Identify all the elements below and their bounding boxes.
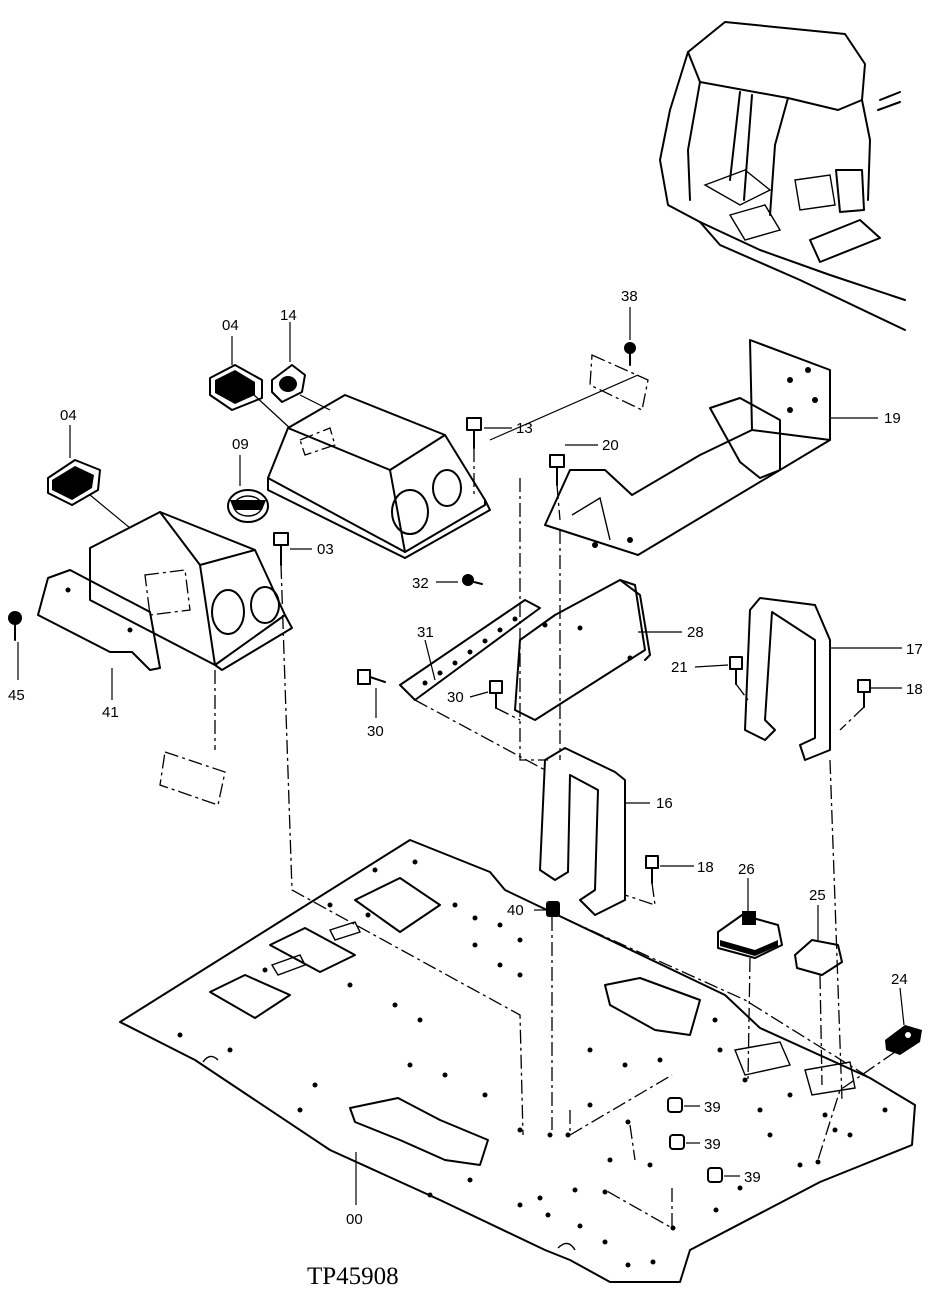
callout-17: 17 — [906, 641, 923, 658]
side-panel-41 — [37, 569, 161, 671]
nut-39-a — [667, 1097, 683, 1113]
gasket-14 — [271, 364, 306, 403]
floor-plate — [119, 839, 916, 1283]
plate-holes — [177, 859, 888, 1268]
bolt-13 — [466, 417, 482, 449]
callout-04-left: 04 — [60, 407, 77, 424]
bolt-30-a — [357, 669, 386, 685]
callout-31: 31 — [417, 624, 434, 641]
callout-24: 24 — [891, 971, 908, 988]
bolt-20 — [549, 454, 565, 486]
small-bracket-lower-left — [159, 751, 226, 806]
callout-13: 13 — [516, 420, 533, 437]
callout-30-mid: 30 — [447, 689, 464, 706]
callout-00: 00 — [346, 1211, 363, 1228]
bracket-17 — [744, 597, 831, 761]
mount-26 — [717, 911, 783, 959]
callout-25: 25 — [809, 887, 826, 904]
callout-labels: 38 04 14 13 19 20 04 09 03 32 31 28 17 2… — [8, 288, 923, 1228]
assembly-lines — [214, 448, 896, 1230]
nut-40 — [546, 901, 560, 917]
bolt-03 — [273, 532, 289, 566]
bolt-18-b — [645, 855, 659, 884]
callout-45: 45 — [8, 687, 25, 704]
callout-32: 32 — [412, 575, 429, 592]
callout-14: 14 — [280, 307, 297, 324]
cab-inset-illustration — [659, 21, 906, 331]
duct-ring-09 — [227, 489, 269, 523]
bolt-38 — [624, 342, 636, 366]
callout-03: 03 — [317, 541, 334, 558]
callout-19: 19 — [884, 410, 901, 427]
small-bracket-38 — [589, 354, 649, 411]
callout-04-top: 04 — [222, 317, 239, 334]
callout-39-b: 39 — [704, 1136, 721, 1153]
mount-25 — [794, 939, 843, 976]
washer-24 — [885, 1025, 922, 1055]
heater-unit-lower — [89, 511, 293, 671]
figure-id: TP45908 — [307, 1263, 399, 1290]
bolt-21 — [729, 656, 743, 685]
callout-40: 40 — [507, 902, 524, 919]
leader-lines — [17, 307, 905, 1205]
bolt-30-b — [489, 680, 503, 709]
callout-39-a: 39 — [704, 1099, 721, 1116]
callout-41: 41 — [102, 704, 119, 721]
callout-09: 09 — [232, 436, 249, 453]
callout-16: 16 — [656, 795, 673, 812]
callout-18-lower: 18 — [697, 859, 714, 876]
heater-unit-upper — [267, 394, 491, 559]
filter-cap-04-a — [209, 364, 263, 411]
bracket-28 — [514, 579, 651, 721]
bolt-45 — [8, 611, 22, 641]
bolt-32 — [462, 574, 483, 586]
bracket-19 — [544, 339, 831, 556]
bolt-18-a — [857, 679, 871, 708]
callout-39-c: 39 — [744, 1169, 761, 1186]
callout-38: 38 — [621, 288, 638, 305]
filter-cap-04-b — [47, 459, 101, 506]
callout-26: 26 — [738, 861, 755, 878]
callout-20: 20 — [602, 437, 619, 454]
callout-21: 21 — [671, 659, 688, 676]
callout-30-lower: 30 — [367, 723, 384, 740]
stand-16 — [539, 747, 626, 916]
nut-39-c — [707, 1167, 723, 1183]
rail-31 — [399, 599, 541, 701]
callout-18-right: 18 — [906, 681, 923, 698]
nut-39-b — [669, 1134, 685, 1150]
callout-28: 28 — [687, 624, 704, 641]
